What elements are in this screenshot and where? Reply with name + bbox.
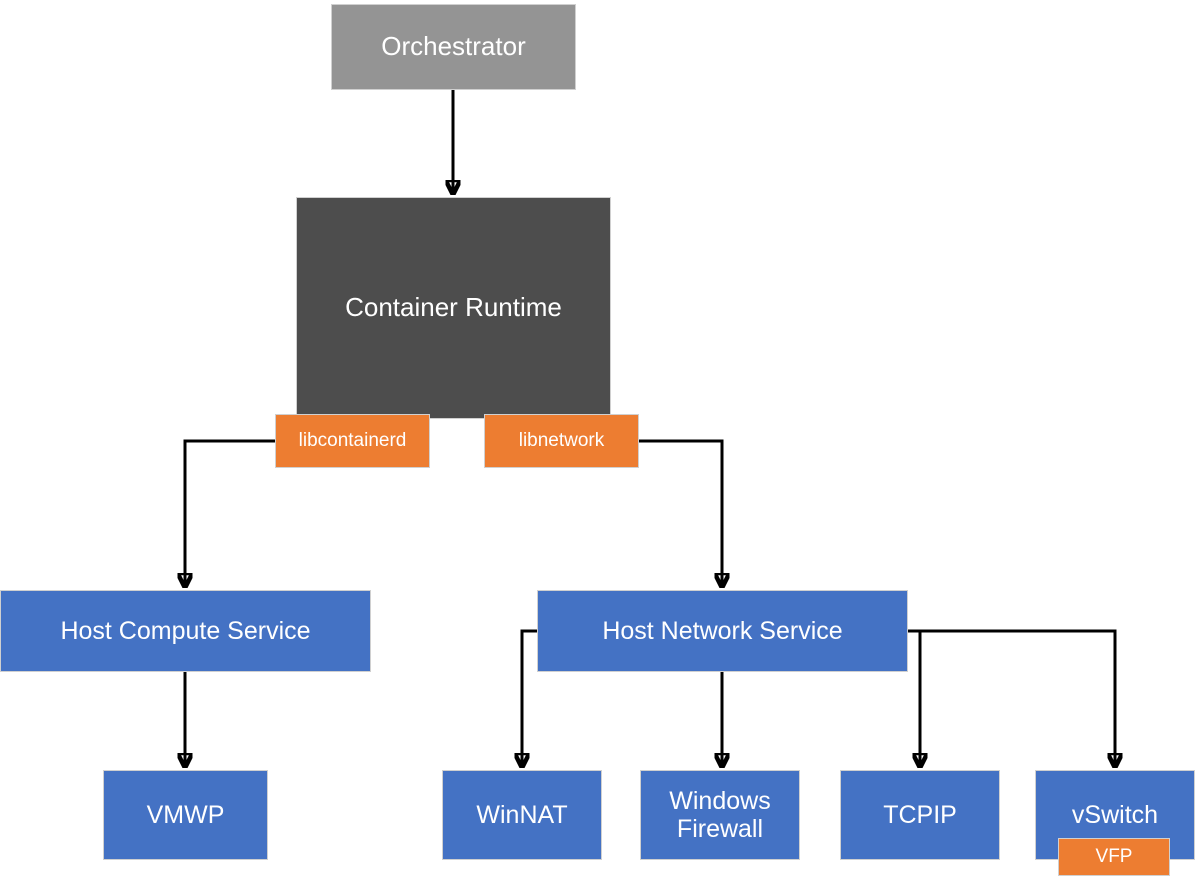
node-container-runtime-label: Container Runtime bbox=[345, 292, 562, 323]
node-vmwp-label: VMWP bbox=[146, 801, 225, 829]
edge-host-network-service-to-vswitch bbox=[908, 629, 1115, 765]
node-winnat[interactable]: WinNAT bbox=[442, 770, 602, 860]
node-windows-firewall-label: Windows Firewall bbox=[669, 787, 771, 843]
node-tcpip-label: TCPIP bbox=[883, 801, 957, 829]
node-orchestrator-label: Orchestrator bbox=[381, 31, 526, 62]
node-libnetwork[interactable]: libnetwork bbox=[484, 414, 639, 468]
node-vfp[interactable]: VFP bbox=[1058, 838, 1170, 876]
node-vmwp[interactable]: VMWP bbox=[103, 770, 268, 860]
edge-host-network-service-to-winnat bbox=[522, 629, 537, 765]
edge-libnetwork-to-host-network-service bbox=[639, 439, 722, 585]
node-libcontainerd-label: libcontainerd bbox=[298, 430, 407, 452]
node-tcpip[interactable]: TCPIP bbox=[840, 770, 1000, 860]
node-host-network-service-label: Host Network Service bbox=[602, 617, 843, 645]
node-winnat-label: WinNAT bbox=[476, 801, 568, 829]
edge-host-network-service-to-tcpip bbox=[908, 629, 920, 765]
node-libcontainerd[interactable]: libcontainerd bbox=[275, 414, 430, 468]
node-windows-firewall[interactable]: Windows Firewall bbox=[640, 770, 800, 860]
node-libnetwork-label: libnetwork bbox=[518, 430, 605, 452]
node-vfp-label: VFP bbox=[1095, 846, 1133, 868]
node-vswitch-label: vSwitch bbox=[1071, 801, 1159, 829]
edge-libcontainerd-to-host-compute-service bbox=[185, 439, 275, 585]
node-host-network-service[interactable]: Host Network Service bbox=[537, 590, 908, 672]
node-orchestrator[interactable]: Orchestrator bbox=[331, 4, 576, 90]
node-container-runtime[interactable]: Container Runtime bbox=[296, 197, 611, 419]
node-host-compute-service-label: Host Compute Service bbox=[60, 617, 311, 645]
node-host-compute-service[interactable]: Host Compute Service bbox=[0, 590, 371, 672]
